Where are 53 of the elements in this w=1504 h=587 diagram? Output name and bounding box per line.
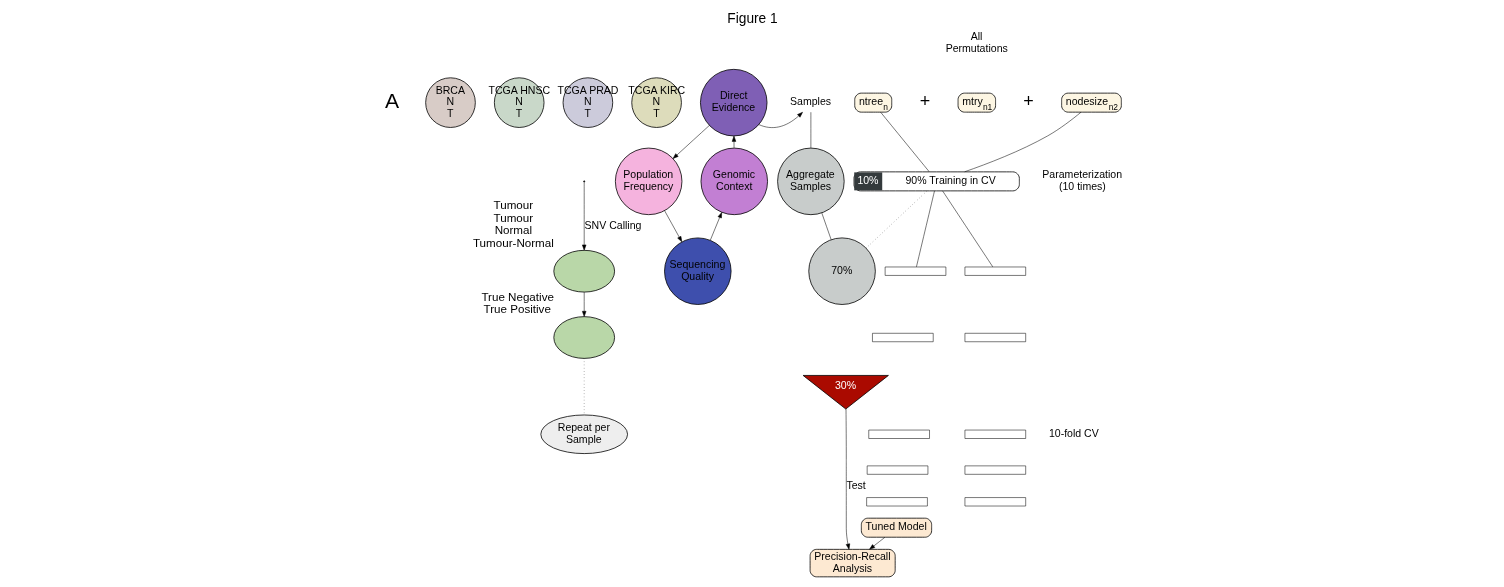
node-box: ntree$_{n}$ xyxy=(853,92,892,113)
node-label: True Negative xyxy=(480,289,554,303)
node-bar xyxy=(964,333,1026,342)
label: All Permutations xyxy=(945,30,1008,54)
edge-label: Test xyxy=(845,478,866,491)
edge-label: SNV Calling xyxy=(584,218,641,231)
node-box: Precision-Recall Analysis xyxy=(809,548,896,578)
node-label: True Positive xyxy=(483,302,551,316)
connector xyxy=(810,111,811,149)
node-bar xyxy=(884,266,946,276)
node-bar xyxy=(964,497,1026,507)
node-box: nodesize$_{n2}$ xyxy=(1060,92,1122,113)
arrow xyxy=(845,408,850,550)
arrow xyxy=(731,135,736,149)
node-label: TCGA HNSC xyxy=(488,83,550,96)
label: 10-fold CV xyxy=(1048,426,1099,439)
diagram-title: Figure 1 xyxy=(726,11,778,27)
node-label: Normal xyxy=(494,223,532,237)
node-text: Samples xyxy=(789,95,831,108)
node-bar xyxy=(964,266,1026,276)
connector xyxy=(963,111,1081,173)
arrow xyxy=(672,125,710,159)
arrow xyxy=(581,181,586,251)
arrow xyxy=(758,112,803,128)
label: A xyxy=(384,88,399,112)
node-circle: 70% xyxy=(807,237,876,305)
label: + xyxy=(1022,91,1034,112)
node-bar xyxy=(964,465,1026,475)
label: Parameterization (10 times) xyxy=(1041,168,1122,192)
arrow xyxy=(663,210,682,243)
node-label: Tumour xyxy=(493,210,533,224)
node-bar xyxy=(866,465,928,475)
node-bar xyxy=(871,333,933,342)
arrow xyxy=(709,212,722,241)
node-box: Tuned Model xyxy=(860,517,932,538)
node-bar xyxy=(865,497,928,507)
node-label: Tumour xyxy=(493,197,533,211)
node-circle: Genomic Context xyxy=(700,147,768,216)
node-ellipse xyxy=(552,316,615,359)
node-bar xyxy=(868,429,930,439)
node-ellipse xyxy=(552,249,615,293)
connector xyxy=(821,212,831,240)
node-circle: Direct Evidence xyxy=(699,68,767,137)
node-ellipse: Repeat per Sample xyxy=(539,414,628,454)
arrow xyxy=(581,291,586,317)
node-box: mtry$_{n1}$ xyxy=(957,92,996,113)
node-circle: BRCA N T xyxy=(424,77,476,128)
node-bar xyxy=(964,429,1026,439)
label: + xyxy=(919,91,930,112)
node-circle: Population Frequency xyxy=(614,147,682,216)
node-label: Tumour-Normal xyxy=(472,235,554,249)
arrow xyxy=(868,537,885,550)
node-circle: Aggregate Samples xyxy=(776,147,845,216)
